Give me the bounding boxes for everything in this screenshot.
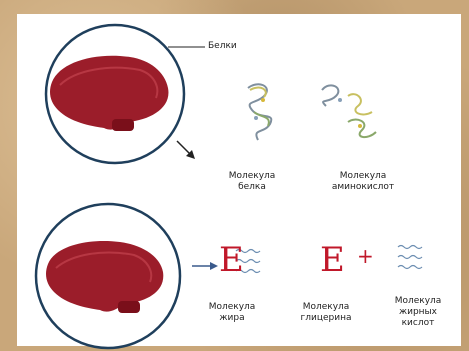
label-protein-molecule: Молекула белка bbox=[212, 171, 292, 193]
label-fatty-acid-molecule: Молекула жирных кислот bbox=[378, 296, 458, 329]
label-glycerol-molecule-line2: глицерина bbox=[286, 313, 366, 324]
fat-molecule-letter: E bbox=[219, 242, 244, 278]
label-amino-molecule-line1: Молекула bbox=[318, 171, 408, 182]
label-glycerol-molecule: Молекула глицерина bbox=[286, 302, 366, 324]
label-glycerol-molecule-line1: Молекула bbox=[286, 302, 366, 313]
label-fat-molecule-line1: Молекула bbox=[196, 302, 268, 313]
arrow-bottom bbox=[192, 262, 218, 270]
label-amino-molecule-line2: аминокислот bbox=[318, 182, 408, 193]
label-proteins: Белки bbox=[208, 41, 237, 52]
label-protein-molecule-line1: Молекула bbox=[212, 171, 292, 182]
label-fat-molecule: Молекула жира bbox=[196, 302, 268, 324]
meat-circle-top bbox=[46, 25, 184, 163]
plus-sign: + bbox=[357, 244, 374, 268]
label-fatty-acid-molecule-line2: жирных bbox=[378, 307, 458, 318]
label-amino-molecule: Молекула аминокислот bbox=[318, 171, 408, 193]
label-fat-molecule-line2: жира bbox=[196, 313, 268, 324]
amino-acid-molecule-icon bbox=[322, 85, 376, 137]
fatty-acids-icon bbox=[398, 246, 422, 269]
meat-circle-bottom bbox=[36, 204, 180, 348]
protein-molecule-icon bbox=[248, 84, 271, 140]
arrow-top bbox=[177, 141, 195, 159]
label-protein-molecule-line2: белка bbox=[212, 182, 292, 193]
glycerol-molecule-letter: E bbox=[320, 242, 345, 278]
label-fatty-acid-molecule-line3: кислот bbox=[378, 318, 458, 329]
label-fatty-acid-molecule-line1: Молекула bbox=[378, 296, 458, 307]
